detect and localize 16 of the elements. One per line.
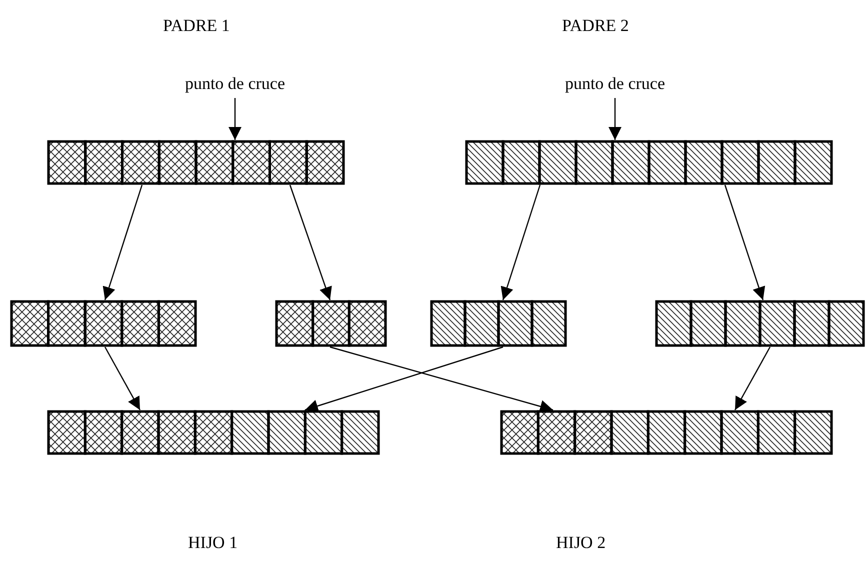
arrow	[104, 346, 141, 410]
annotation-text: punto de cruce	[184, 74, 286, 94]
annotation-text: punto de cruce	[564, 74, 666, 94]
arrow	[289, 184, 332, 300]
heading-label: HIJO 1	[188, 533, 238, 553]
arrow	[330, 346, 554, 413]
arrow	[304, 346, 504, 412]
heading-label: PADRE 1	[163, 16, 230, 36]
arrow	[500, 184, 541, 300]
arrow	[734, 346, 771, 410]
arrow	[102, 184, 143, 300]
heading-label: HIJO 2	[556, 533, 606, 553]
heading-label: PADRE 2	[562, 16, 629, 36]
arrow	[724, 184, 766, 300]
arrow	[608, 98, 622, 140]
arrow	[228, 98, 242, 140]
